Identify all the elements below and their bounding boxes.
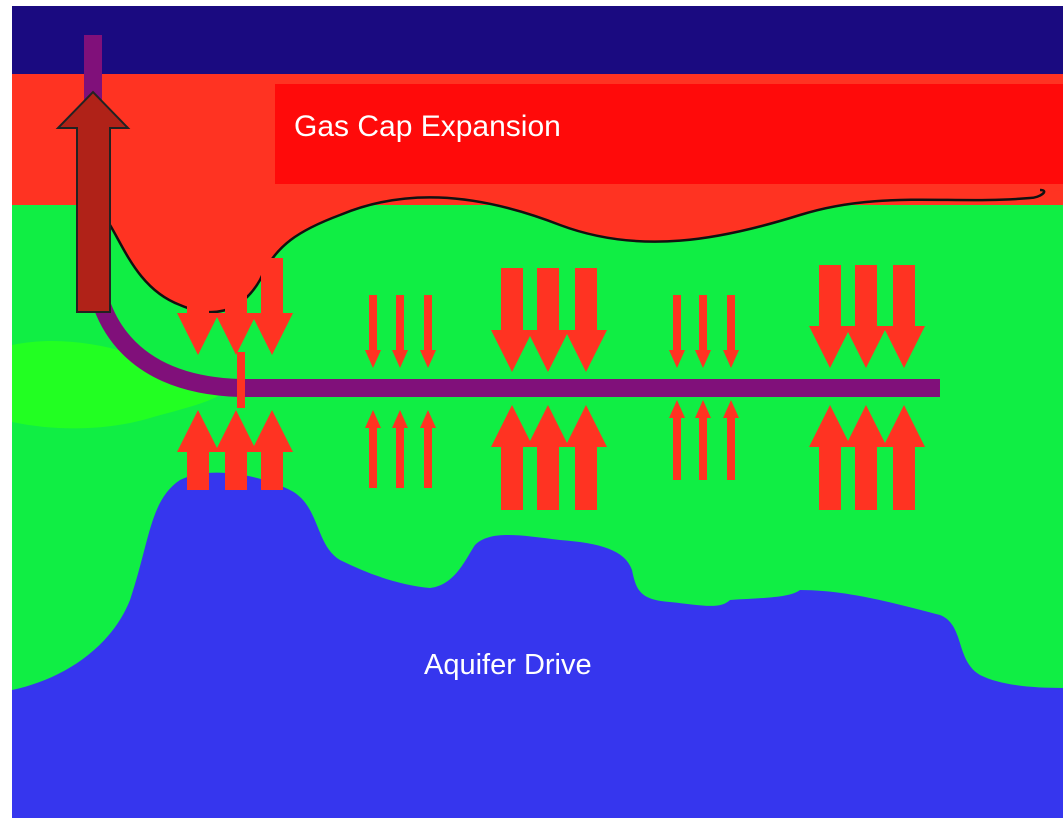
gas-cap-label: Gas Cap Expansion: [294, 110, 561, 143]
influx-up-arrow-icon: [565, 405, 607, 510]
influx-up-arrow-icon: [491, 405, 533, 510]
influx-down-arrow-icon: [177, 258, 219, 355]
influx-up-arrow-icon: [392, 410, 408, 488]
influx-up-arrow-icon: [177, 410, 219, 490]
influx-down-arrow-icon: [883, 265, 925, 368]
production-arrow-icon: [55, 90, 131, 313]
aquifer-label: Aquifer Drive: [424, 649, 592, 681]
near-well-zone: [12, 340, 230, 429]
influx-down-arrow-icon: [845, 265, 887, 368]
influx-up-arrow-icon: [527, 405, 569, 510]
influx-down-arrow-icon: [420, 295, 436, 368]
influx-up-arrow-icon: [215, 410, 257, 490]
influx-up-arrow-icon: [365, 410, 381, 488]
aquifer-zone: [12, 472, 1063, 818]
influx-down-arrow-icon: [527, 268, 569, 372]
gas-cap-label-box: [275, 84, 1063, 184]
influx-down-arrow-icon: [251, 258, 293, 355]
influx-up-arrow-icon: [845, 405, 887, 510]
influx-up-arrow-icon: [695, 400, 711, 480]
influx-down-arrow-icon: [392, 295, 408, 368]
overburden-band: [12, 6, 1063, 76]
influx-down-arrow-icon: [215, 258, 257, 355]
influx-up-arrow-icon: [723, 400, 739, 480]
influx-arrows: [177, 258, 925, 510]
influx-down-arrow-icon: [365, 295, 381, 368]
influx-down-arrow-icon: [669, 295, 685, 368]
influx-down-arrow-icon: [809, 265, 851, 368]
influx-down-arrow-icon: [565, 268, 607, 372]
influx-up-arrow-icon: [251, 410, 293, 490]
influx-down-arrow-icon: [491, 268, 533, 372]
influx-up-arrow-icon: [420, 410, 436, 488]
influx-up-arrow-icon: [883, 405, 925, 510]
influx-up-arrow-icon: [809, 405, 851, 510]
influx-up-arrow-icon: [669, 400, 685, 480]
influx-down-arrow-icon: [695, 295, 711, 368]
influx-down-arrow-icon: [723, 295, 739, 368]
heel-connector: [237, 352, 245, 408]
